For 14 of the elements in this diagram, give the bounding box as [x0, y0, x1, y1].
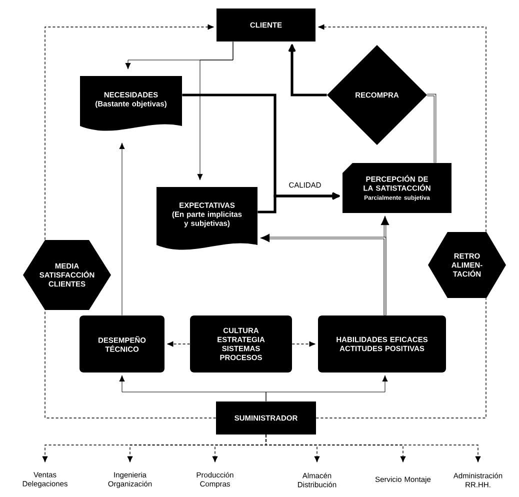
arrow — [119, 142, 125, 316]
arrow — [266, 434, 481, 462]
connector-line — [427, 94, 436, 163]
arrow — [258, 192, 340, 214]
arrow — [260, 234, 386, 316]
connector-line — [316, 298, 486, 418]
connector-line — [44, 310, 216, 418]
arrow — [292, 341, 316, 347]
arrow — [318, 24, 486, 232]
arrow — [44, 24, 214, 240]
arrow — [197, 41, 234, 180]
arrow — [288, 44, 327, 96]
arrow — [266, 375, 388, 402]
arrow — [167, 341, 190, 347]
